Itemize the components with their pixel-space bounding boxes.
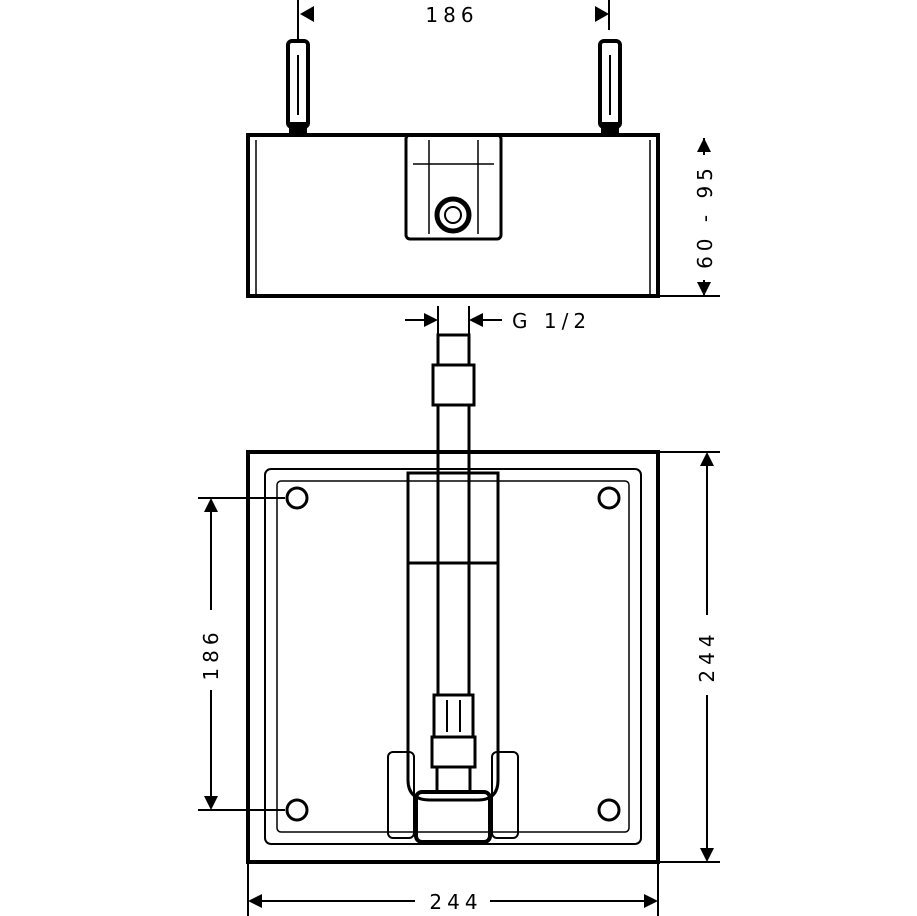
dimension-bottom-244: 244: [247, 862, 659, 916]
dimension-thread: G 1/2: [405, 306, 591, 335]
svg-text:60 - 95: 60 - 95: [693, 163, 717, 269]
dimension-depth: 60 - 95: [658, 138, 720, 297]
dimension-right-244: 244: [658, 451, 720, 863]
wall-anchor-right: [598, 39, 622, 134]
svg-text:G 1/2: G 1/2: [512, 309, 591, 333]
dimension-top-186: 186: [297, 0, 610, 40]
dimension-left-186: 186: [198, 497, 285, 811]
front-view-plate: [246, 450, 660, 864]
connection-pipe: [430, 333, 477, 794]
svg-text:244: 244: [695, 629, 719, 682]
side-view-body: [246, 133, 660, 298]
svg-text:186: 186: [199, 627, 223, 680]
wall-anchor-left: [286, 39, 310, 134]
svg-text:186: 186: [425, 3, 478, 27]
svg-text:244: 244: [429, 890, 482, 914]
